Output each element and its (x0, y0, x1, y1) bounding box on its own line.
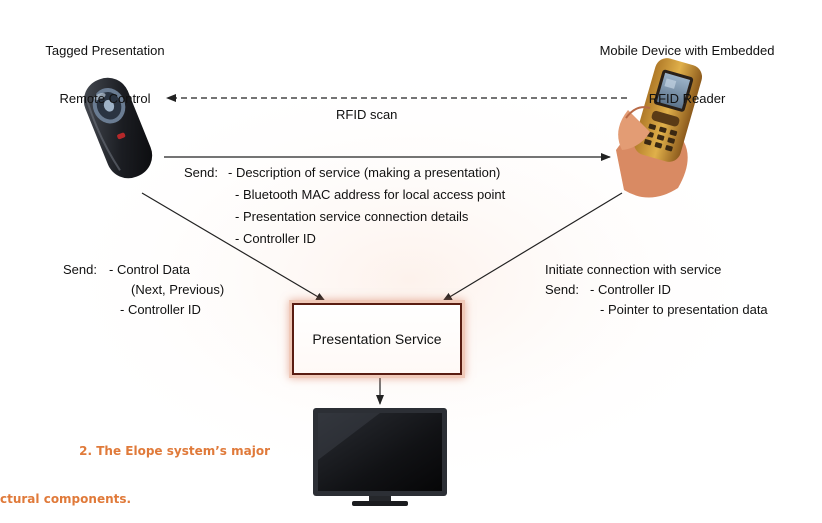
phone-to-service-arrow (442, 192, 623, 302)
send-item-4: - Controller ID (235, 231, 316, 246)
presentation-service-box: Presentation Service (292, 303, 462, 375)
phone-title-line1: Mobile Device with Embedded (599, 43, 775, 58)
remote-title-line2: Remote Control (59, 91, 151, 106)
send-item-1: - Description of service (making a prese… (228, 165, 501, 180)
phone-send-item-2: - Pointer to presentation data (600, 302, 768, 317)
phone-send-line1: Initiate connection with service (545, 262, 722, 277)
remote-control-icon (83, 77, 153, 179)
send-item-2: - Bluetooth MAC address for local access… (235, 187, 506, 202)
caption-line1: 2. The Elope system’s major (79, 444, 270, 458)
figure-caption: 2. The Elope system’s major ctural compo… (0, 411, 270, 523)
phone-send-prefix: Send: (545, 282, 579, 297)
diagram-canvas (40, 58, 780, 506)
caption-line2: ctural components. (0, 492, 132, 506)
phone-send-item-1: - Controller ID (590, 282, 671, 297)
send-item-3: - Presentation service connection detail… (235, 209, 469, 224)
mobile-phone-icon (616, 58, 703, 198)
remote-send-item-2: - Controller ID (120, 302, 201, 317)
remote-send-item-1-sub: (Next, Previous) (131, 282, 225, 297)
send-prefix: Send: (184, 165, 218, 180)
remote-title: Tagged Presentation Remote Control (20, 11, 190, 123)
phone-title: Mobile Device with Embedded RFID Reader (577, 11, 797, 123)
remote-send-prefix: Send: (63, 262, 97, 277)
remote-to-service-arrow (141, 192, 326, 302)
display-monitor-icon (313, 408, 447, 506)
rfid-scan-label: RFID scan (336, 107, 398, 122)
remote-title-line1: Tagged Presentation (45, 43, 165, 58)
phone-title-line2: RFID Reader (648, 91, 726, 106)
remote-send-item-1: - Control Data (109, 262, 190, 277)
presentation-service-label: Presentation Service (312, 331, 442, 347)
